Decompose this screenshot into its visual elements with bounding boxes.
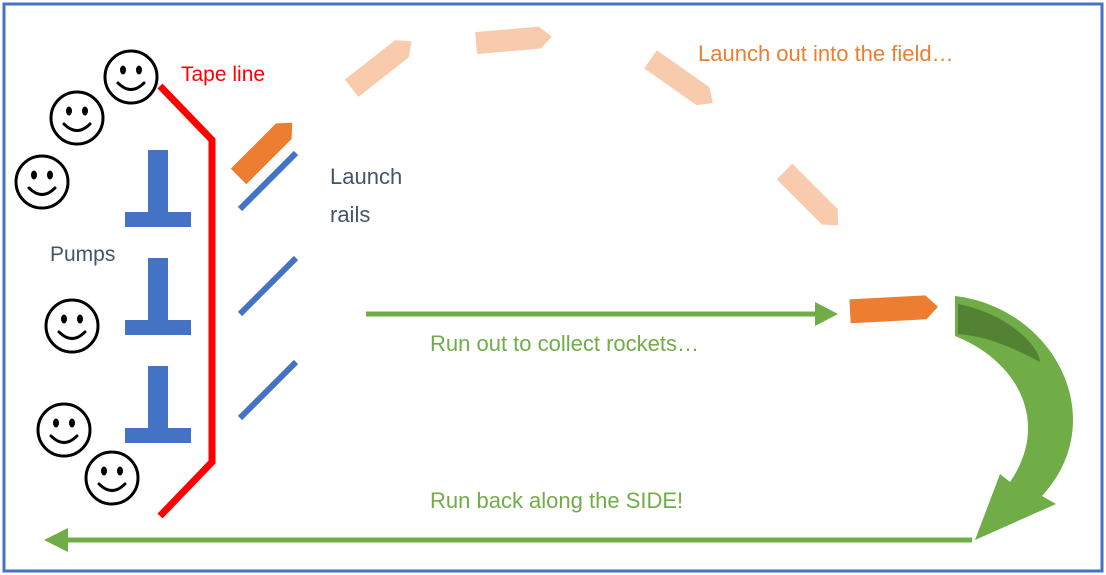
launch-rails-label-line1: Launch	[330, 164, 402, 189]
person-icon	[103, 49, 159, 105]
run-back-arrowhead	[44, 528, 68, 552]
rocket-icon	[776, 163, 839, 226]
launch-rail	[237, 150, 299, 212]
run-out-label: Run out to collect rockets…	[430, 331, 699, 356]
curved-return-arrow-shade	[958, 304, 1040, 362]
rocket-icon	[230, 122, 293, 185]
pump-icon	[125, 366, 191, 443]
rocket-icon	[849, 295, 938, 324]
launch-rail	[237, 255, 299, 317]
person-icon	[44, 298, 100, 354]
person-icon	[36, 402, 92, 458]
launch-rail	[237, 359, 299, 421]
pumps-label: Pumps	[50, 243, 115, 266]
run-back-label: Run back along the SIDE!	[430, 488, 683, 513]
pump-icon	[125, 258, 191, 335]
rocket-icon	[644, 50, 713, 106]
launch-out-label: Launch out into the field…	[698, 41, 954, 66]
launch-rails-label-line2: rails	[330, 202, 370, 227]
person-icon	[14, 154, 70, 210]
run-out-arrowhead	[815, 302, 838, 326]
rocket-icon	[475, 26, 552, 55]
tape-line-label: Tape line	[181, 63, 265, 86]
person-icon	[49, 90, 105, 146]
pump-icon	[125, 150, 191, 227]
curved-return-arrow	[955, 296, 1073, 540]
rocket-icon	[344, 40, 412, 97]
person-icon	[84, 450, 140, 506]
tape-line	[157, 83, 216, 519]
